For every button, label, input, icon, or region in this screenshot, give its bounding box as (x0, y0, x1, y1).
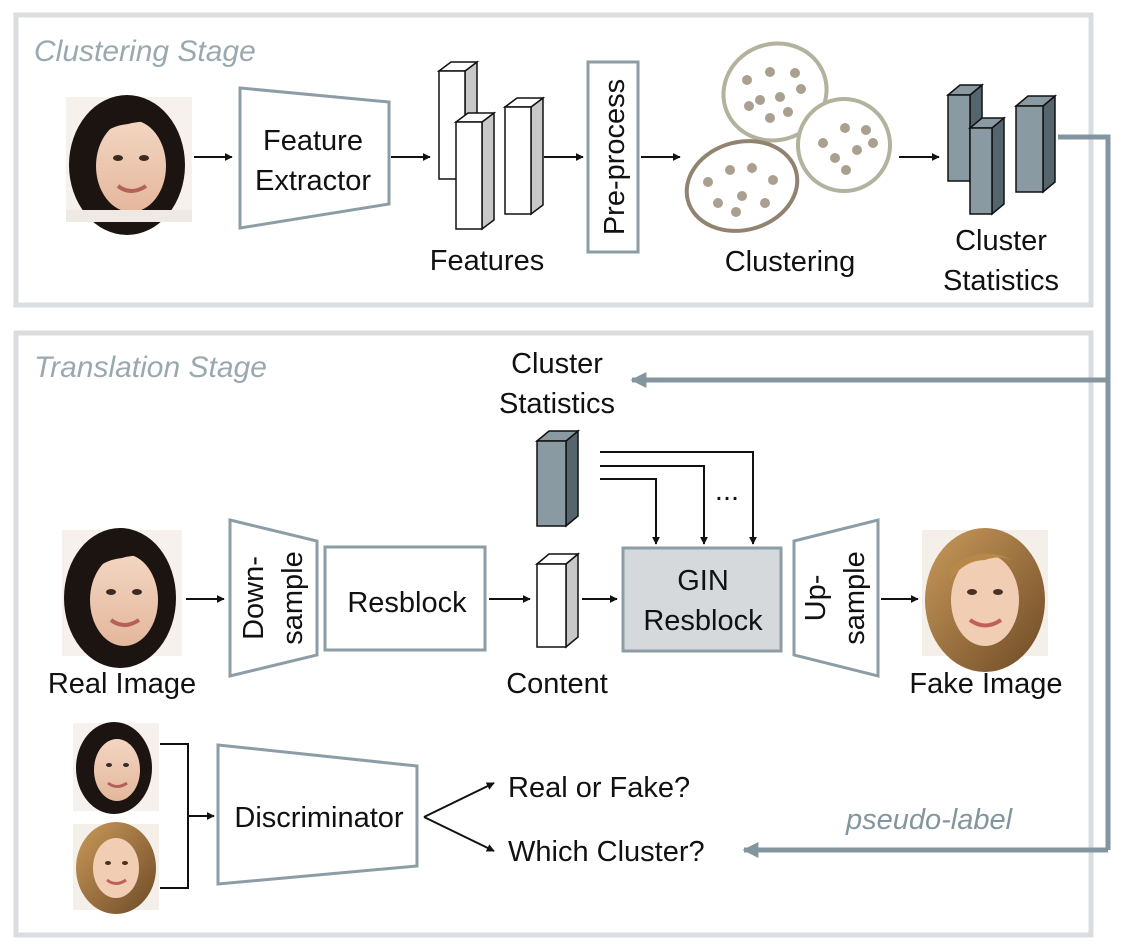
feedback-line (1058, 134, 1111, 850)
resblock-label: Resblock (347, 587, 467, 619)
feature-extractor-label-line1: Feature (263, 125, 363, 157)
cluster-statistics-label-line1: Cluster (955, 225, 1047, 257)
translation-cluster-statistics-line1: Cluster (511, 348, 603, 380)
stat-arrow-1 (600, 451, 757, 545)
stat-arrow-3 (600, 478, 660, 545)
cluster-statistics-cuboid-3 (1013, 94, 1058, 194)
resblock-block (323, 545, 487, 652)
stat-arrow-2 (600, 465, 708, 545)
arrow-to-real-or-fake (423, 782, 495, 818)
feature-extractor-label-line2: Extractor (255, 165, 371, 197)
clustering-stage-title: Clustering Stage (34, 35, 256, 68)
discriminator-block (216, 743, 419, 886)
downsample-label-line1: Down- (238, 556, 270, 640)
content-cuboid (534, 552, 581, 649)
pseudo-label-text: pseudo-label (845, 804, 1014, 836)
discriminator-input-bracket (160, 743, 189, 889)
gin-resblock-label-line1: GIN (677, 565, 729, 597)
cluster-ellipse-2 (796, 96, 892, 193)
real-image-face (62, 528, 182, 668)
translation-stage-title: Translation Stage (34, 351, 267, 384)
feature-cuboid-3 (502, 96, 546, 216)
content-label: Content (506, 668, 608, 700)
translation-statistics-cuboid (534, 429, 581, 528)
upsample-label-line1: Up- (800, 575, 832, 622)
translation-cluster-statistics-line2: Statistics (499, 388, 615, 420)
clustering-label: Clustering (725, 246, 856, 278)
preprocess-block (586, 60, 640, 254)
real-or-fake-label: Real or Fake? (508, 772, 690, 804)
features-label: Features (430, 245, 544, 277)
discriminator-label: Discriminator (234, 802, 404, 834)
downsample-block (228, 518, 319, 678)
discriminator-input-real-face (73, 722, 159, 814)
downsample-label-line2: sample (277, 551, 309, 645)
feature-extractor-block (238, 86, 391, 230)
cluster-ellipse-3 (684, 139, 800, 233)
translation-stage-panel (13, 330, 1094, 938)
fake-image-label: Fake Image (909, 668, 1062, 700)
cluster-statistics-cuboid-2 (967, 116, 1007, 216)
cluster-ellipse-1 (721, 41, 829, 143)
cluster-statistics-label-line2: Statistics (943, 265, 1059, 297)
preprocess-label: Pre-process (599, 79, 631, 235)
input-face-image (66, 95, 192, 235)
ellipsis-label: ... (715, 475, 739, 507)
discriminator-input-fake-face (73, 822, 159, 914)
fake-image-face (922, 528, 1048, 672)
gin-resblock-block (621, 546, 783, 653)
real-image-label: Real Image (48, 668, 196, 700)
which-cluster-label: Which Cluster? (508, 836, 705, 868)
arrow-to-which-cluster (423, 816, 495, 852)
gin-resblock-label-line2: Resblock (643, 605, 763, 637)
feature-cuboid-2 (453, 111, 497, 231)
clustering-stage-panel (13, 12, 1094, 308)
upsample-label-line2: sample (839, 551, 871, 645)
upsample-block (792, 518, 880, 678)
